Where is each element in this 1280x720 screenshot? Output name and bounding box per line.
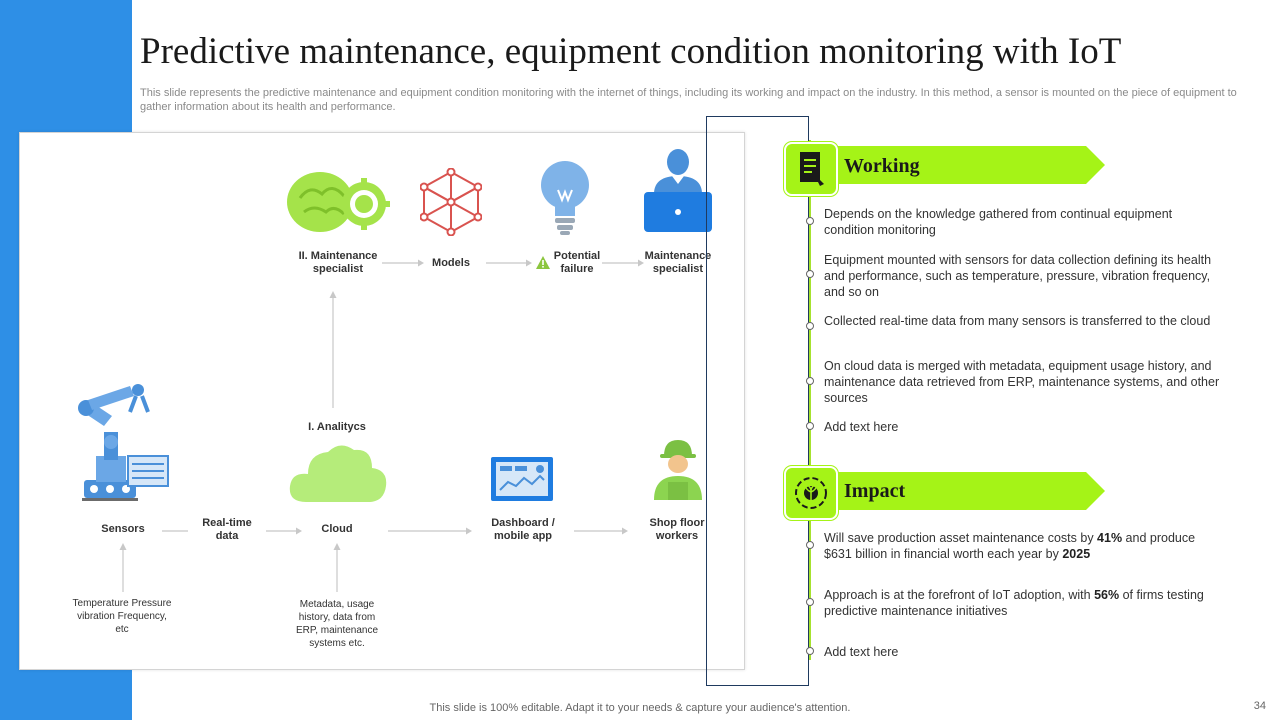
working-badge [784,142,838,196]
timeline-line [809,140,811,660]
arrow-sensors-to-data [162,530,188,532]
bracket-frame [706,116,809,686]
timeline-dot [806,647,814,655]
timeline-dot [806,541,814,549]
arrow-analytics-to-specialist [329,291,337,408]
label-models: Models [432,257,470,269]
brain-gear-icon [287,172,390,232]
arrow-dashboard-to-workers [574,527,628,535]
impact-badge [784,466,838,520]
label-analytics: I. Analitycs [308,421,366,433]
robot-arm-sensor-icon [78,384,169,501]
warning-icon [536,256,550,269]
working-heading: Working [844,155,920,177]
footer-note: This slide is 100% editable. Adapt it to… [429,702,851,714]
document-list-icon [800,152,824,186]
timeline-dot [806,270,814,278]
label-cloud: Cloud [321,523,353,535]
sensor-note: Temperature Pressure vibration Frequency… [72,598,172,635]
cloud-note: Metadata, usage history, data from ERP, … [295,599,379,649]
impact-heading: Impact [844,480,906,502]
label-realtime-data: Real-time data [202,517,252,542]
network-model-icon [420,168,482,236]
working-banner-arrow [1086,146,1105,184]
page-subtitle: This slide represents the predictive mai… [140,87,1237,113]
dashboard-icon [491,457,553,501]
label-maintenance-specialist: Maintenance specialist [644,250,712,275]
impact-item-2: Approach is at the forefront of IoT adop… [824,588,1204,618]
impact-item-3: Add text here [824,645,899,659]
arrow-note-to-cloud [333,543,341,592]
working-item-5: Add text here [824,420,899,434]
working-item-3: Collected real-time data from many senso… [824,314,1211,328]
timeline-dot [806,217,814,225]
label-dashboard: Dashboard / mobile app [491,517,555,542]
timeline-dot [806,322,814,330]
lightbulb-icon [541,161,589,235]
arrow-data-to-cloud [266,527,302,535]
timeline-dot [806,422,814,430]
arrow-cloud-to-dashboard [388,527,472,535]
shop-floor-worker-icon [654,440,702,500]
working-banner [834,146,1086,184]
label-potential-failure: Potential failure [553,250,601,275]
arrow-specialist-to-models [382,259,424,267]
working-item-2: Equipment mounted with sensors for data … [824,253,1212,299]
label-sensors: Sensors [101,523,145,535]
impact-item-1: Will save production asset maintenance c… [824,531,1196,561]
working-item-4: On cloud data is merged with metadata, e… [824,359,1220,405]
cloud-icon [289,445,387,502]
label-maintenance-specialist-ii: II. Maintenance specialist [298,250,378,275]
arrow-models-to-failure [486,259,532,267]
working-item-1: Depends on the knowledge gathered from c… [824,207,1173,237]
diagram-panel [19,132,745,670]
label-shop-floor-workers: Shop floor workers [649,517,705,542]
impact-banner [834,472,1086,510]
timeline-dot [806,598,814,606]
timeline-dot [806,377,814,385]
impact-banner-arrow [1086,472,1105,510]
specialist-laptop-icon [644,149,712,232]
page-title: Predictive maintenance, equipment condit… [140,31,1122,72]
page-number: 34 [1253,700,1266,712]
target-growth-icon [795,477,827,509]
arrow-note-to-sensors [119,543,127,592]
arrow-failure-to-specialist [602,259,644,267]
